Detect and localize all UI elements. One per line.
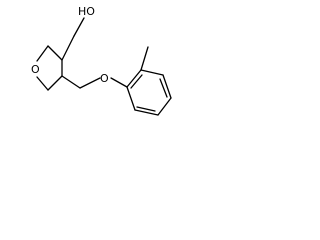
benzene-double-bond-2 (159, 78, 168, 98)
bond-o-ch2-bottom (36, 76, 49, 91)
benzene-double-bond-1 (130, 74, 143, 89)
oxetane-oxygen-label: O (31, 63, 40, 76)
benzene-double-bond-3 (136, 106, 156, 112)
ether-oxygen-label: O (100, 72, 109, 85)
hydroxyl-label: HO (78, 5, 95, 18)
bond-c3-ch2oh (61, 35, 75, 61)
bond-methyl (140, 46, 149, 71)
bond-ch2-ether-o (79, 77, 101, 89)
benzene-bond-6 (126, 86, 136, 111)
bond-ch2-bottom-c3 (47, 75, 63, 91)
structure-diagram: O O HO (31, 5, 172, 116)
benzene-bond-3 (162, 74, 172, 99)
benzene-bond-4 (157, 97, 172, 116)
benzene-bond-1 (126, 69, 142, 88)
benzene-bond-5 (134, 109, 159, 116)
bond-ether-o-ring (110, 77, 128, 88)
bond-c3-ch2o (61, 75, 81, 89)
bond-ch2-hydroxyl (73, 17, 85, 37)
bond-ch2-top-o (36, 45, 49, 62)
benzene-bond-2 (140, 69, 164, 76)
bond-c3-ch2-top (47, 45, 63, 61)
